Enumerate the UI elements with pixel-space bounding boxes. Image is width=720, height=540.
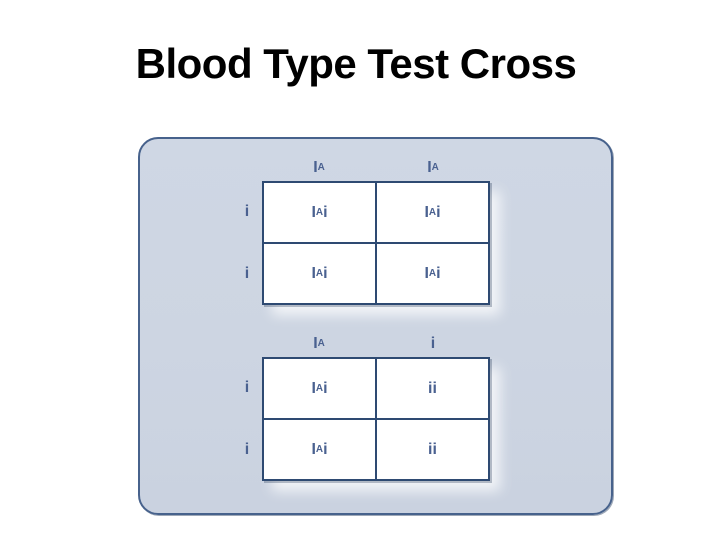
genotype-cell: ii [377,420,488,479]
row-header-allele: i [244,441,250,458]
genotype-cell: ii [377,359,488,418]
row-header-allele: i [244,379,250,396]
row-header-allele: i [244,203,250,220]
column-header-allele: i [430,335,436,352]
slide-title: Blood Type Test Cross [135,40,577,87]
row-header-allele: i [244,265,250,282]
